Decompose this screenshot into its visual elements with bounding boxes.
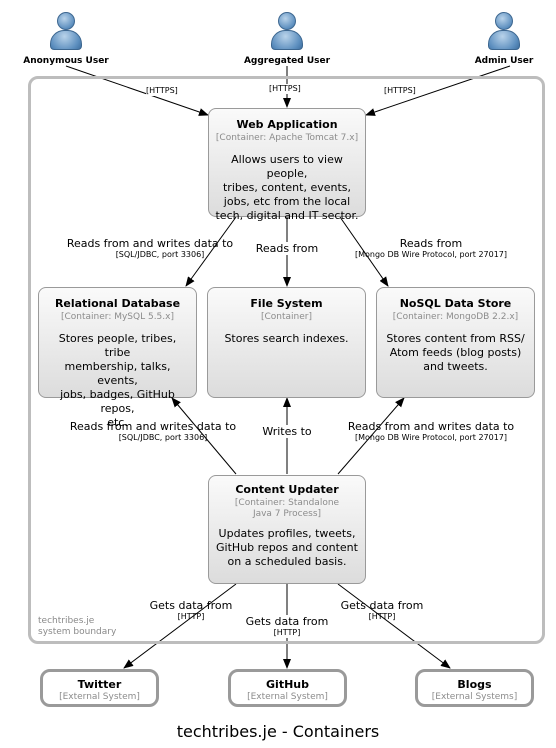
container-title: File System — [250, 297, 323, 310]
external-system-type: [External System] — [247, 692, 328, 702]
container-title: Web Application — [236, 118, 338, 131]
edge-label-web-to-nosql: Reads from [Mongo DB Wire Protocol, port… — [354, 237, 508, 259]
edge-admin-to-web — [365, 65, 511, 116]
external-system-type: [External System] — [59, 692, 140, 702]
edge-anon-to-web — [65, 65, 209, 116]
container-file-system: File System [Container] Stores search in… — [207, 287, 366, 398]
edge-label-upd-to-fs: Writes to — [252, 425, 322, 438]
container-web-application: Web Application [Container: Apache Tomca… — [208, 108, 366, 222]
edge-label-agg-https: [HTTPS] — [269, 84, 301, 94]
edge-label-web-to-db: Reads from and writes data to [SQL/JDBC,… — [66, 237, 234, 259]
container-title: NoSQL Data Store — [399, 297, 512, 310]
container-description: Allows users to view people, tribes, con… — [215, 153, 359, 222]
container-title: Content Updater — [235, 483, 339, 496]
system-boundary-label: techtribes.je system boundary — [38, 616, 117, 637]
user-icon — [271, 12, 303, 54]
container-nosql-data-store: NoSQL Data Store [Container: MongoDB 2.2… — [376, 287, 535, 398]
edge-label-upd-to-twitter: Gets data from [HTTP] — [149, 599, 233, 621]
external-system-twitter: Twitter [External System] — [40, 669, 159, 707]
person-anonymous-user: Anonymous User — [16, 12, 116, 66]
edge-label-upd-to-blogs: Gets data from [HTTP] — [340, 599, 424, 621]
external-system-title: Twitter — [77, 678, 122, 691]
external-system-title: Blogs — [457, 678, 492, 691]
person-name: Admin User — [474, 56, 534, 66]
edge-label-anon-https: [HTTPS] — [146, 86, 178, 96]
container-type: [Container: Apache Tomcat 7.x] — [215, 133, 359, 143]
external-system-title: GitHub — [266, 678, 309, 691]
person-aggregated-user: Aggregated User — [237, 12, 337, 66]
container-type: [Container: MySQL 5.5.x] — [60, 312, 174, 322]
container-description: Updates profiles, tweets, GitHub repos a… — [216, 527, 358, 568]
edge-label-upd-to-nosql: Reads from and writes data to [Mongo DB … — [347, 420, 515, 442]
container-title: Relational Database — [54, 297, 181, 310]
container-type: [Container: MongoDB 2.2.x] — [392, 312, 519, 322]
edge-label-admin-https: [HTTPS] — [384, 86, 416, 96]
edge-upd-to-db — [171, 397, 237, 475]
edge-web-to-nosql — [339, 216, 389, 287]
diagram-caption: techtribes.je - Containers — [176, 722, 380, 741]
person-name: Anonymous User — [23, 56, 109, 66]
container-description: Stores search indexes. — [224, 332, 349, 345]
external-system-type: [External Systems] — [431, 692, 518, 702]
edge-label-web-to-fs: Reads from — [247, 242, 327, 255]
container-description: Stores content from RSS/ Atom feeds (blo… — [386, 332, 525, 373]
external-system-github: GitHub [External System] — [228, 669, 347, 707]
edge-upd-to-nosql — [337, 397, 405, 475]
edge-upd-to-twitter — [123, 583, 237, 669]
edge-label-upd-to-db: Reads from and writes data to [SQL/JDBC,… — [69, 420, 237, 442]
external-system-blogs: Blogs [External Systems] — [415, 669, 534, 707]
container-content-updater: Content Updater [Container: Standalone J… — [208, 475, 366, 584]
system-boundary — [28, 76, 545, 644]
container-relational-database: Relational Database [Container: MySQL 5.… — [38, 287, 197, 429]
container-type: [Container] — [260, 312, 312, 322]
container-description: Stores people, tribes, tribe membership,… — [58, 332, 177, 429]
edge-upd-to-blogs — [337, 583, 451, 669]
edge-label-upd-to-github: Gets data from [HTTP] — [244, 615, 330, 638]
person-admin-user: Admin User — [454, 12, 554, 66]
user-icon — [488, 12, 520, 54]
container-type: [Container: Standalone Java 7 Process] — [234, 498, 340, 519]
edge-web-to-db — [185, 216, 237, 287]
person-name: Aggregated User — [243, 56, 331, 66]
user-icon — [50, 12, 82, 54]
